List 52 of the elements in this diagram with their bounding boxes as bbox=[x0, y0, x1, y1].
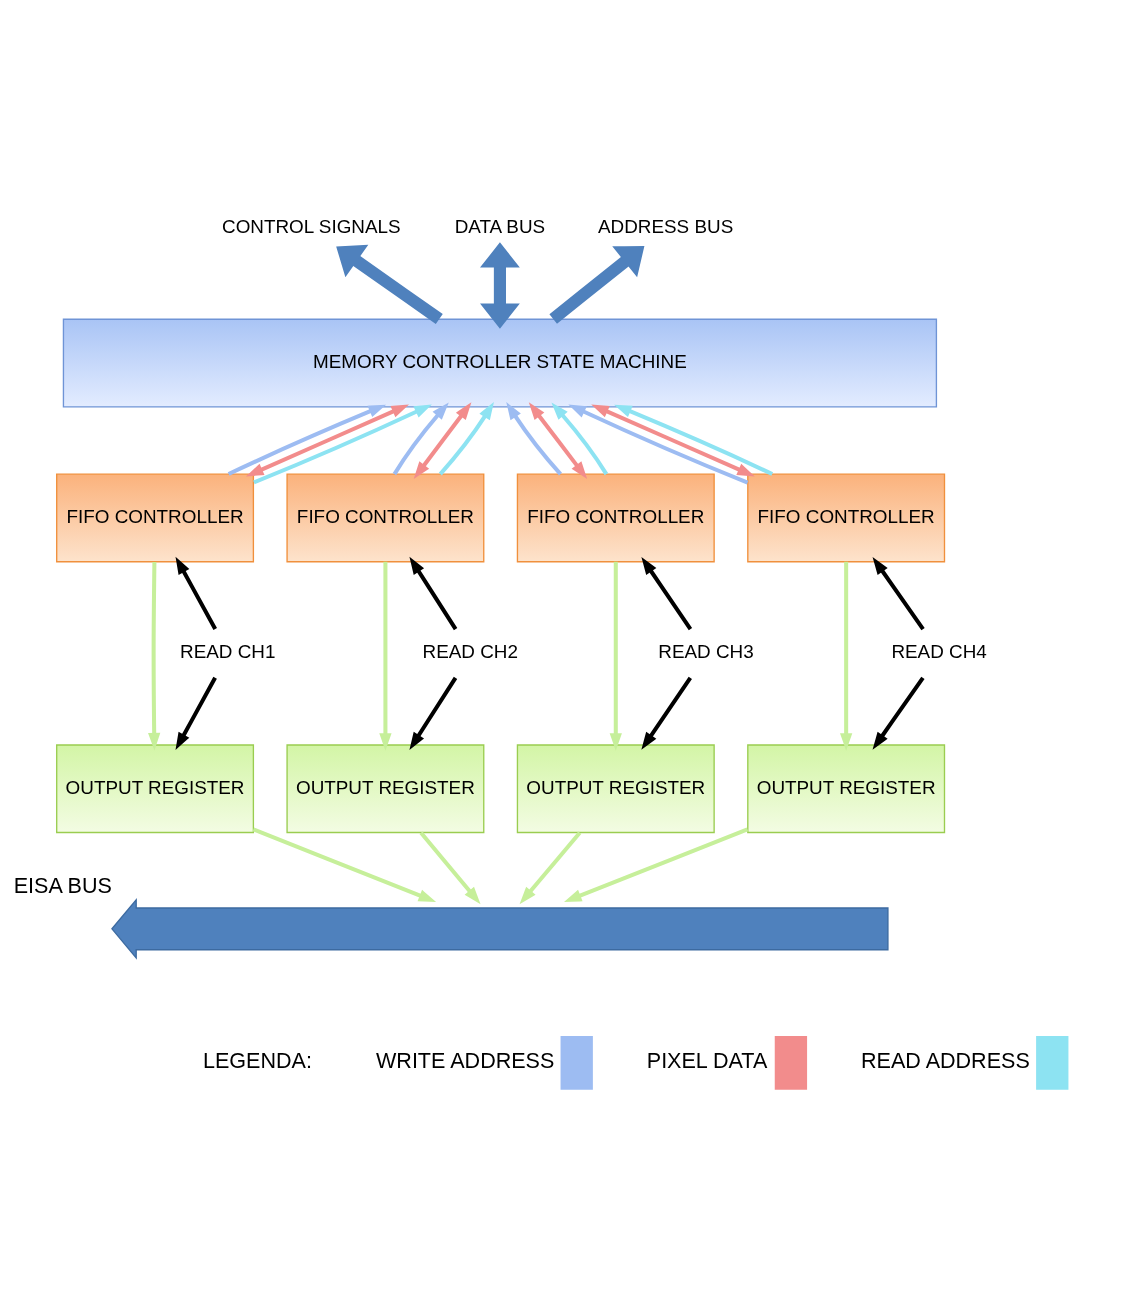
arrow bbox=[409, 556, 458, 631]
arrow bbox=[245, 404, 409, 477]
arrow bbox=[591, 404, 755, 477]
node-box: MEMORY CONTROLLER STATE MACHINE bbox=[62, 318, 938, 408]
arrow bbox=[551, 402, 609, 476]
node-box: OUTPUT REGISTER bbox=[747, 744, 946, 834]
node-text: DATA BUS bbox=[454, 215, 546, 237]
node-box: FIFO CONTROLLER bbox=[516, 473, 715, 563]
arrow bbox=[641, 676, 692, 750]
node-text: READ CH3 bbox=[658, 641, 754, 663]
arrow bbox=[336, 244, 443, 324]
arrow bbox=[519, 831, 582, 905]
arrow bbox=[227, 404, 387, 476]
arrow bbox=[480, 242, 520, 329]
legend-label: PIXEL DATA bbox=[646, 1048, 768, 1074]
arrow bbox=[253, 404, 432, 485]
node-text: READ CH1 bbox=[180, 641, 276, 663]
node-label: EISA BUS bbox=[13, 872, 112, 898]
arrow bbox=[872, 676, 925, 750]
node-box: FIFO CONTROLLER bbox=[747, 473, 946, 563]
arrow bbox=[568, 404, 749, 485]
arrow bbox=[413, 402, 472, 479]
arrow bbox=[438, 402, 494, 476]
arrow bbox=[175, 676, 217, 751]
legend-label: WRITE ADDRESS bbox=[375, 1048, 555, 1074]
arrow bbox=[506, 402, 563, 476]
arrow bbox=[614, 404, 774, 476]
arrow bbox=[872, 557, 925, 631]
arrow bbox=[175, 556, 217, 631]
arrow bbox=[528, 402, 588, 479]
arrow bbox=[419, 831, 481, 905]
node-box: OUTPUT REGISTER bbox=[516, 744, 715, 834]
arrow bbox=[409, 676, 458, 750]
arrow bbox=[549, 245, 645, 324]
node-text: ADDRESS BUS bbox=[598, 215, 734, 237]
node-box: OUTPUT REGISTER bbox=[286, 744, 485, 834]
arrow bbox=[379, 561, 392, 751]
arrow bbox=[564, 827, 749, 903]
node-box: FIFO CONTROLLER bbox=[286, 473, 485, 563]
node-text: CONTROL SIGNALS bbox=[222, 215, 401, 237]
node-box: OUTPUT REGISTER bbox=[56, 744, 255, 834]
node-box: FIFO CONTROLLER bbox=[56, 473, 255, 563]
arrow bbox=[641, 556, 693, 631]
arrow bbox=[148, 562, 161, 751]
label: LEGENDA: bbox=[202, 1048, 312, 1074]
legend-label: READ ADDRESS bbox=[860, 1048, 1030, 1074]
arrow bbox=[840, 561, 853, 751]
arrow bbox=[609, 561, 622, 751]
node-text: READ CH4 bbox=[891, 641, 987, 663]
arrow bbox=[252, 827, 437, 903]
arrow bbox=[392, 402, 449, 476]
node-text: READ CH2 bbox=[422, 641, 518, 663]
